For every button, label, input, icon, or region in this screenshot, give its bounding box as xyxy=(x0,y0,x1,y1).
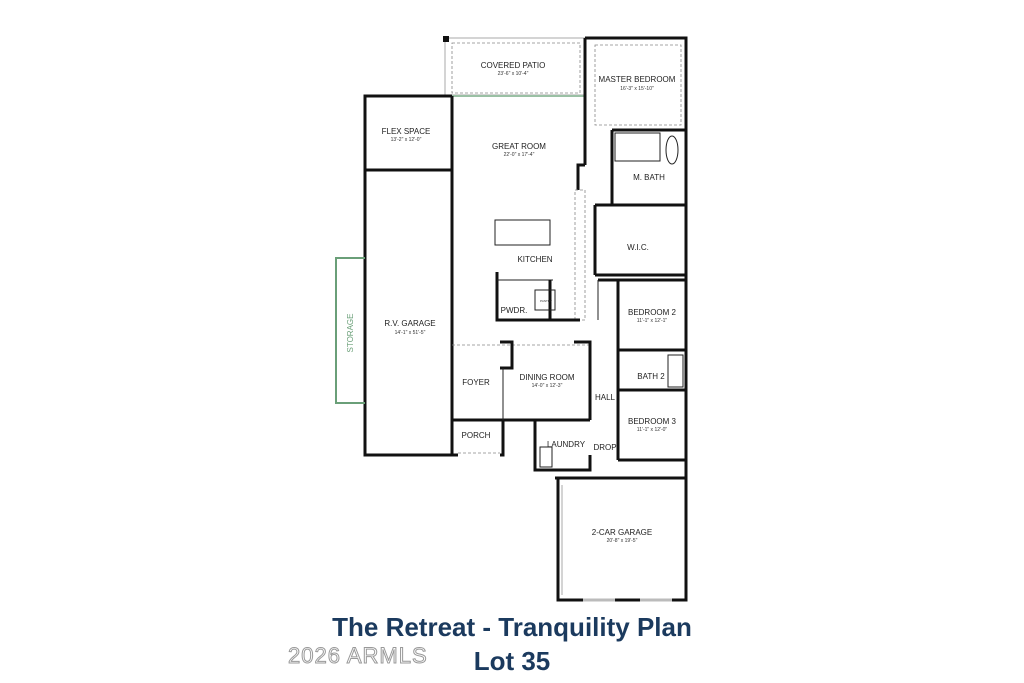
washer-dryer xyxy=(539,446,553,468)
m-bath-label: M. BATH xyxy=(633,173,665,182)
rv-garage-dim: 14'-1" x 51'-5" xyxy=(395,330,426,336)
wall xyxy=(576,163,585,190)
exterior-wall xyxy=(363,94,452,457)
porch-label: PORCH xyxy=(462,431,491,440)
kitchen-island xyxy=(494,219,551,246)
pantry-label: PANTRY xyxy=(540,299,552,303)
covered-patio-label: COVERED PATIO xyxy=(481,61,546,70)
master-bedroom-dim: 16'-3" x 15'-10" xyxy=(620,86,654,92)
dining-room-dim: 14'-0" x 12'-3" xyxy=(532,383,563,389)
bedroom3-label: BEDROOM 3 xyxy=(628,417,677,426)
flex-space-label: FLEX SPACE xyxy=(382,127,431,136)
bathtub xyxy=(667,354,684,388)
pantry-outline xyxy=(534,289,556,311)
bedroom2-dim: 11'-1" x 12'-1" xyxy=(637,318,668,324)
rv-garage-label: R.V. GARAGE xyxy=(384,319,435,328)
shower xyxy=(614,132,661,162)
watermark: 2026 ARMLS xyxy=(288,643,428,669)
wic-label: W.I.C. xyxy=(627,243,649,252)
patio-post xyxy=(443,36,449,42)
great-room-label: GREAT ROOM xyxy=(492,142,546,151)
foyer-label: FOYER xyxy=(462,378,490,387)
drop-label: DROP xyxy=(593,443,616,452)
wall xyxy=(500,340,514,370)
wall xyxy=(533,420,592,472)
patio-outline xyxy=(451,42,581,94)
great-room-dim: 22'-0" x 17'-4" xyxy=(504,152,535,158)
lot-number: Lot 35 xyxy=(473,646,551,676)
hall-label: HALL xyxy=(595,393,616,402)
bathtub xyxy=(665,135,679,165)
bedroom3-dim: 11'-1" x 12'-0" xyxy=(637,427,668,433)
wall xyxy=(500,420,505,457)
storage-label: STORAGE xyxy=(346,314,355,353)
bath2-label: BATH 2 xyxy=(637,372,665,381)
dining-room-label: DINING ROOM xyxy=(519,373,574,382)
flex-space-dim: 13'-2" x 12'-0" xyxy=(391,137,422,143)
wall xyxy=(574,340,592,420)
garage-dim: 20'-8" x 19'-5" xyxy=(607,538,638,544)
kitchen-counter xyxy=(574,189,586,321)
laundry-label: LAUNDRY xyxy=(547,440,586,449)
garage-wall xyxy=(556,478,688,602)
kitchen-label: KITCHEN xyxy=(517,255,552,264)
covered-patio-dim: 23'-6" x 10'-4" xyxy=(498,71,529,77)
master-outline xyxy=(594,44,682,126)
plan-title: The Retreat - Tranquility Plan xyxy=(332,612,692,642)
storage-outline xyxy=(335,257,365,404)
wall xyxy=(495,272,580,322)
bedroom2-label: BEDROOM 2 xyxy=(628,308,677,317)
garage-label: 2-CAR GARAGE xyxy=(592,528,652,537)
exterior-wall xyxy=(585,36,688,480)
master-bedroom-label: MASTER BEDROOM xyxy=(599,75,676,84)
pwdr-label: PWDR. xyxy=(501,306,528,315)
